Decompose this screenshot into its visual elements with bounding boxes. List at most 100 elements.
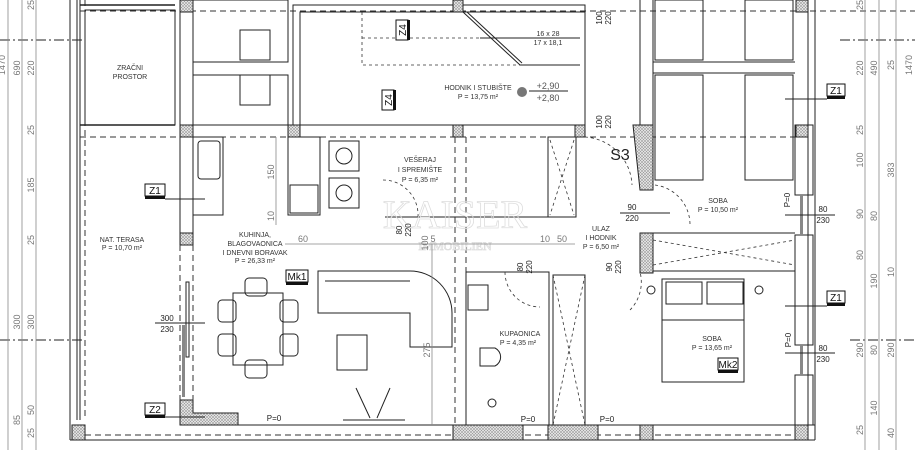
svg-text:I HODNIK: I HODNIK bbox=[585, 235, 616, 242]
svg-text:P = 26,33 m²: P = 26,33 m² bbox=[235, 258, 276, 265]
svg-text:+2,80: +2,80 bbox=[537, 93, 560, 103]
svg-text:5: 5 bbox=[430, 234, 435, 244]
tag-z1: Z1 bbox=[830, 86, 842, 97]
svg-text:290: 290 bbox=[886, 342, 896, 357]
svg-text:25: 25 bbox=[26, 0, 36, 10]
room-veseraj: VEŠERAJ bbox=[404, 155, 436, 164]
svg-text:80: 80 bbox=[395, 225, 404, 234]
svg-text:P=0: P=0 bbox=[783, 192, 792, 207]
walls bbox=[69, 0, 915, 441]
svg-text:690: 690 bbox=[12, 60, 22, 75]
inner-dimensions: 150 10 60 5 100 10 50 275 bbox=[266, 137, 575, 425]
svg-text:P=0: P=0 bbox=[784, 332, 793, 347]
tag-z4: Z4 bbox=[384, 94, 395, 106]
svg-text:383: 383 bbox=[886, 162, 896, 177]
svg-text:220: 220 bbox=[625, 214, 639, 223]
svg-text:100: 100 bbox=[595, 11, 604, 25]
svg-text:140: 140 bbox=[869, 400, 879, 415]
right-dimensions: 25 220 490 25 1470 25 100 383 90 80 80 1… bbox=[855, 0, 914, 450]
svg-text:290: 290 bbox=[855, 342, 865, 357]
svg-text:P = 6,35 m²: P = 6,35 m² bbox=[402, 177, 439, 184]
stair-spec: 16 x 28 bbox=[537, 31, 560, 38]
svg-text:80: 80 bbox=[869, 211, 879, 221]
svg-text:220: 220 bbox=[604, 11, 613, 25]
svg-text:90: 90 bbox=[855, 209, 865, 219]
kitchen-furniture bbox=[192, 0, 360, 216]
svg-text:220: 220 bbox=[614, 260, 623, 274]
room-kuhinja: KUHINJA, bbox=[239, 232, 271, 239]
svg-text:1470: 1470 bbox=[0, 55, 7, 75]
svg-text:220: 220 bbox=[604, 115, 613, 129]
tag-z2: Z2 bbox=[149, 405, 161, 416]
room-kupaonica: KUPAONICA bbox=[500, 331, 541, 338]
axis-lines bbox=[0, 39, 915, 341]
element-tags: Z4 Z4 Z1 Z1 Z1 Z2 Mk1 Mk2 bbox=[144, 19, 846, 418]
svg-text:100: 100 bbox=[420, 235, 430, 250]
tag-z1: Z1 bbox=[149, 186, 161, 197]
svg-text:185: 185 bbox=[26, 177, 36, 192]
svg-text:PROSTOR: PROSTOR bbox=[113, 74, 148, 81]
svg-text:P = 13,65 m²: P = 13,65 m² bbox=[692, 345, 733, 352]
svg-text:1470: 1470 bbox=[904, 55, 914, 75]
svg-text:25: 25 bbox=[26, 235, 36, 245]
svg-text:190: 190 bbox=[869, 273, 879, 288]
room-nat-terasa: NAT. TERASA bbox=[100, 237, 145, 244]
svg-text:100: 100 bbox=[595, 115, 604, 129]
svg-text:80: 80 bbox=[855, 250, 865, 260]
svg-text:490: 490 bbox=[869, 60, 879, 75]
svg-text:80: 80 bbox=[819, 205, 828, 214]
room-labels: ZRAČNI PROSTOR NAT. TERASA P = 10,70 m² … bbox=[100, 31, 739, 352]
room-hodnik: HODNIK I STUBIŠTE bbox=[444, 83, 512, 92]
svg-text:90: 90 bbox=[628, 203, 637, 212]
tag-mk1: Mk1 bbox=[288, 272, 307, 283]
svg-text:10: 10 bbox=[266, 211, 276, 221]
room-ulaz: ULAZ bbox=[592, 226, 611, 233]
svg-text:275: 275 bbox=[422, 342, 432, 357]
svg-text:P=0: P=0 bbox=[521, 415, 536, 424]
room-soba-2: SOBA bbox=[702, 336, 722, 343]
svg-text:50: 50 bbox=[26, 405, 36, 415]
svg-text:P=0: P=0 bbox=[600, 415, 615, 424]
living-furniture bbox=[217, 0, 795, 421]
tag-mk2: Mk2 bbox=[719, 360, 738, 371]
svg-text:25: 25 bbox=[26, 428, 36, 438]
svg-text:220: 220 bbox=[525, 260, 534, 274]
svg-text:25: 25 bbox=[855, 0, 865, 10]
room-soba-1: SOBA bbox=[708, 198, 728, 205]
svg-text:80: 80 bbox=[869, 345, 879, 355]
room-zracni-prostor: ZRAČNI bbox=[117, 63, 143, 72]
svg-text:P = 10,70 m²: P = 10,70 m² bbox=[102, 245, 143, 252]
svg-text:230: 230 bbox=[816, 216, 830, 225]
svg-text:BLAGOVAONICA: BLAGOVAONICA bbox=[227, 241, 282, 248]
left-dimensions: 1470 690 220 25 185 25 300 300 85 50 25 … bbox=[0, 0, 37, 450]
svg-text:220: 220 bbox=[855, 60, 865, 75]
svg-text:25: 25 bbox=[886, 60, 896, 70]
svg-text:300: 300 bbox=[160, 314, 174, 323]
svg-text:P = 10,50 m²: P = 10,50 m² bbox=[698, 207, 739, 214]
svg-text:230: 230 bbox=[160, 325, 174, 334]
svg-text:90: 90 bbox=[605, 262, 614, 271]
svg-text:10: 10 bbox=[540, 234, 550, 244]
svg-text:25: 25 bbox=[855, 425, 865, 435]
svg-text:IMMOBILIEN: IMMOBILIEN bbox=[418, 239, 492, 253]
svg-text:40: 40 bbox=[886, 428, 896, 438]
tag-z4: Z4 bbox=[398, 24, 409, 36]
watermark-logo: KAISER IMMOBILIEN bbox=[382, 192, 528, 254]
svg-text:P = 6,50 m²: P = 6,50 m² bbox=[583, 244, 620, 251]
svg-text:100: 100 bbox=[855, 152, 865, 167]
svg-text:I SPREMIŠTE: I SPREMIŠTE bbox=[398, 165, 443, 174]
svg-text:P=0: P=0 bbox=[267, 414, 282, 423]
level-marker-icon bbox=[517, 87, 527, 97]
svg-text:+2,90: +2,90 bbox=[537, 81, 560, 91]
svg-text:I DNEVNI BORAVAK: I DNEVNI BORAVAK bbox=[222, 250, 287, 257]
stairs bbox=[361, 11, 580, 66]
svg-text:300: 300 bbox=[12, 314, 22, 329]
svg-text:220: 220 bbox=[404, 223, 413, 237]
svg-text:17 x 18,1: 17 x 18,1 bbox=[534, 40, 563, 47]
svg-text:50: 50 bbox=[557, 234, 567, 244]
svg-text:85: 85 bbox=[12, 415, 22, 425]
svg-text:P = 4,35 m²: P = 4,35 m² bbox=[500, 340, 537, 347]
svg-text:230: 230 bbox=[816, 355, 830, 364]
